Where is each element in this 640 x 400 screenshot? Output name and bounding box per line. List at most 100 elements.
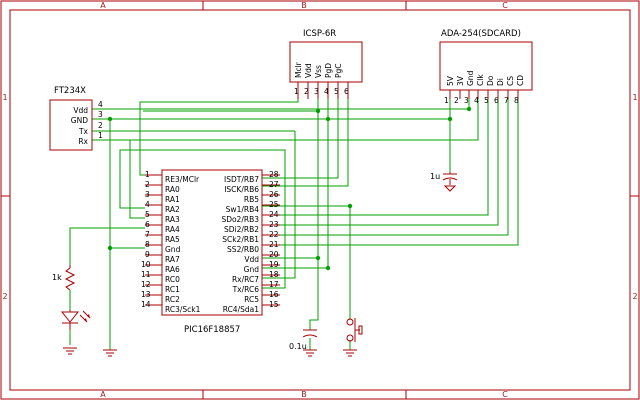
mcu-pin-2-label: RA0 <box>165 185 180 194</box>
mcu-pin-4-num: 4 <box>145 200 150 209</box>
junctions <box>107 106 472 271</box>
sdcard-num-7: 7 <box>504 96 509 105</box>
icsp-num-3: 3 <box>314 87 319 96</box>
sdcard-label-do: Do <box>486 75 495 86</box>
col-label-bottom-c: C <box>502 390 508 399</box>
mcu-pin-26-num: 26 <box>269 190 279 199</box>
mcu-pin-3-label: RA1 <box>165 195 180 204</box>
sdcard-label-gnd: Gnd <box>466 70 475 86</box>
mcu-pin-9-label: RA7 <box>165 255 180 264</box>
ft234x-pin-tx-label: Tx <box>78 127 89 136</box>
ground-mcu-pin8 <box>103 349 117 357</box>
mcu-pin-16-label: RC5 <box>244 295 259 304</box>
mcu-pin-24-label: SDo2/RB3 <box>221 215 259 224</box>
row-label-right-1: 1 <box>632 93 637 102</box>
icsp-label-vdd: Vdd <box>304 63 313 78</box>
mcu-pin-23-label: SDi2/RB2 <box>224 225 259 234</box>
led-diode <box>60 310 91 330</box>
sdcard-num-6: 6 <box>494 96 499 105</box>
mcu-pin-7-label: RA5 <box>165 235 180 244</box>
mcu-pin-20-num: 20 <box>269 250 279 259</box>
mcu-pin-18-num: 18 <box>269 270 279 279</box>
icsp-num-1: 1 <box>294 87 299 96</box>
capacitor-sd-value: 1u <box>430 172 440 181</box>
mcu-pin-9-num: 9 <box>145 250 150 259</box>
ft234x-pin-gnd-label: GND <box>71 116 88 125</box>
mcu-pin-13-label: RC2 <box>165 295 180 304</box>
col-label-top-b: B <box>301 1 307 10</box>
mcu-pin-2-num: 2 <box>145 180 150 189</box>
mcu-pin-14-label: RC3/Sck1 <box>165 305 201 314</box>
icsp-name: ICSP-6R <box>303 29 336 39</box>
mcu-pin-1-num: 1 <box>145 170 150 179</box>
sdcard-num-1: 1 <box>444 96 449 105</box>
mcu-pin-18-label: Rx/RC7 <box>232 275 259 284</box>
ft234x-pin-rx-label: Rx <box>78 137 88 146</box>
ft234x-pin-3-num: 3 <box>98 110 103 119</box>
mcu-pin-3-num: 3 <box>145 190 150 199</box>
col-label-top-a: A <box>100 1 106 10</box>
icsp-num-4: 4 <box>324 87 329 96</box>
mcu-pin-26-label: RB5 <box>244 195 259 204</box>
ground-symbols <box>63 347 357 357</box>
sdcard-label-clk: Clk <box>476 74 485 86</box>
sdcard-num-4: 4 <box>474 96 479 105</box>
ft234x-pin-1-num: 1 <box>98 131 103 140</box>
icsp-pin-labels: Mclr Vdd Vss PgD PgC <box>294 61 343 78</box>
mcu-pin-11-label: RC0 <box>165 275 180 284</box>
row-label-left-2: 2 <box>2 292 7 301</box>
ground-cap-mcu <box>303 349 317 357</box>
mcu-pin-25-label: Sw1/RB4 <box>226 205 260 214</box>
mcu-pin-27-num: 27 <box>269 180 279 189</box>
push-switch <box>346 318 363 342</box>
mcu-pin-5-label: RA3 <box>165 215 180 224</box>
mcu-pin-5-num: 5 <box>145 210 150 219</box>
sdcard-label-cs: CS <box>506 76 515 86</box>
mcu-pin-25-num: 25 <box>269 200 279 209</box>
sdcard-num-3: 3 <box>464 96 469 105</box>
sdcard-label-3v: 3V <box>456 75 465 86</box>
col-label-bottom-a: A <box>100 390 106 399</box>
mcu-pin-17-num: 17 <box>269 280 279 289</box>
icsp-num-5: 5 <box>334 87 339 96</box>
ground-left-led <box>63 347 77 355</box>
row-label-right-2: 2 <box>632 292 637 301</box>
capacitor-mcu-value: 0.1u <box>289 342 307 351</box>
mcu-pin-20-label: Vdd <box>244 255 259 264</box>
mcu-pin-22-label: SCk2/RB1 <box>222 235 259 244</box>
mcu-left-pins: 1 RE3/MClr 2 RA0 3 RA1 4 RA2 5 RA3 6 RA4… <box>141 170 201 314</box>
sdcard-pin-labels: 5V 3V Gnd Clk Do Di CS CD <box>446 70 525 86</box>
sdcard-pin-nums: 1 2 3 4 5 6 7 8 <box>444 96 519 105</box>
sdcard-label-5v: 5V <box>446 75 455 86</box>
icsp-pin-nums: 1 2 3 4 5 6 <box>294 87 349 96</box>
capacitor-sd: 1u <box>430 172 458 192</box>
mcu-pin-21-label: SS2/RB0 <box>227 245 259 254</box>
icsp-label-pgc: PgC <box>334 63 343 78</box>
mcu-name: PIC16F18857 <box>184 325 240 335</box>
mcu-pin-23-num: 23 <box>269 220 279 229</box>
mcu-pin-7-num: 7 <box>145 230 150 239</box>
mcu-pin-12-num: 12 <box>141 280 151 289</box>
mcu-pin-12-label: RC1 <box>165 285 180 294</box>
mcu-pin-14-num: 14 <box>141 300 151 309</box>
icsp-num-6: 6 <box>344 87 349 96</box>
mcu-pin-28-label: ISDT/RB7 <box>224 175 259 184</box>
mcu-pin-28-num: 28 <box>269 170 279 179</box>
ft234x-pin-4-num: 4 <box>98 100 103 109</box>
mcu-pin-15-label: RC4/Sda1 <box>223 305 259 314</box>
icsp-num-2: 2 <box>304 87 309 96</box>
wires <box>69 99 519 350</box>
mcu-pin-6-label: RA4 <box>165 225 180 234</box>
ft234x-name: FT234X <box>54 86 86 96</box>
col-label-bottom-b: B <box>301 390 307 399</box>
sdcard-label-di: Di <box>496 78 505 86</box>
mcu-pin-19-label: Gnd <box>244 265 260 274</box>
ft234x-pin-2-num: 2 <box>98 121 103 130</box>
mcu-pin-15-num: 15 <box>269 300 279 309</box>
mcu-pin-11-num: 11 <box>141 270 151 279</box>
icsp-part: ICSP-6R Mclr Vdd Vss PgD PgC 1 2 3 4 5 6 <box>289 29 363 99</box>
capacitor-mcu: 0.1u <box>289 329 318 351</box>
icsp-label-pgd: PgD <box>324 63 333 78</box>
mcu-pin-8-label: Gnd <box>165 245 181 254</box>
